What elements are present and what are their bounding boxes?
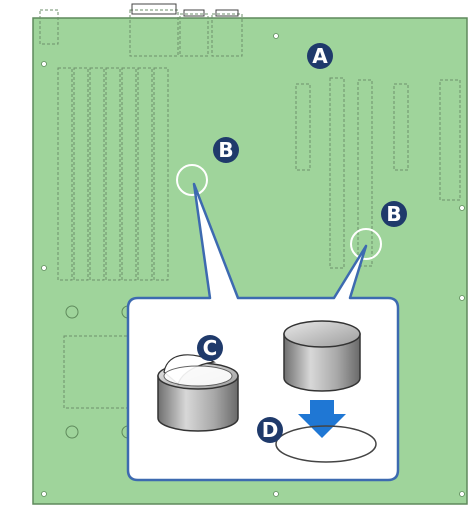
badge-a: A: [307, 43, 333, 69]
rear-io-connectors: [39, 9, 243, 57]
svg-text:B: B: [386, 202, 401, 226]
svg-text:A: A: [312, 44, 328, 68]
standoff-location-right: [350, 228, 382, 260]
svg-text:D: D: [262, 418, 279, 442]
svg-text:C: C: [203, 336, 218, 360]
badge-b-right: B: [381, 201, 407, 227]
memory-slots: [57, 67, 169, 281]
badge-c: C: [197, 335, 223, 361]
down-arrow-icon: [298, 400, 346, 438]
mounting-holes: [41, 33, 465, 497]
standoff-with-adhesive: [157, 354, 239, 432]
standoff-cylinder: [283, 320, 361, 392]
rear-io-tabs: [131, 3, 239, 17]
svg-text:B: B: [218, 138, 233, 162]
badge-d: D: [257, 417, 283, 443]
standoff-location-left: [176, 164, 208, 196]
expansion-slots: [295, 77, 461, 269]
placement-target: [275, 425, 377, 463]
badge-b-left: B: [213, 137, 239, 163]
